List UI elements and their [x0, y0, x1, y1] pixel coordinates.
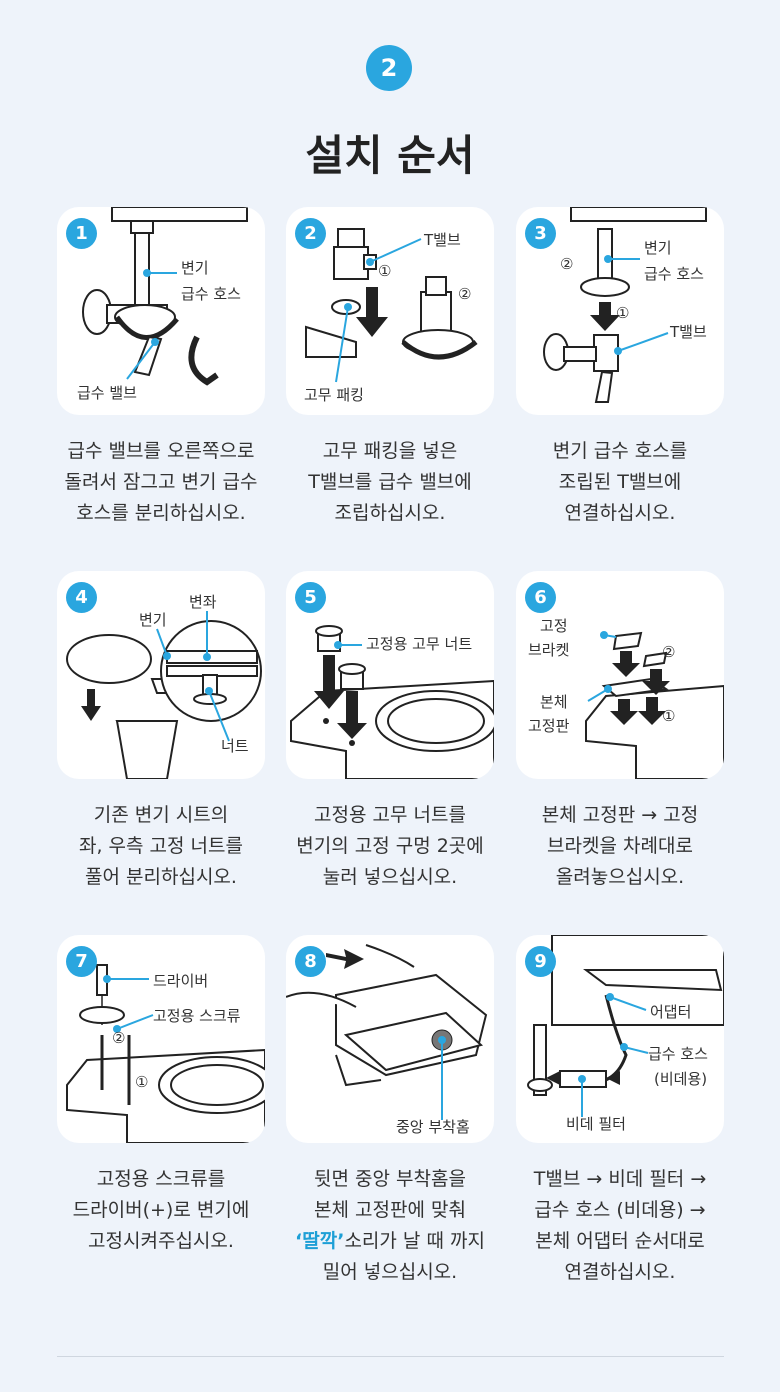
step-6-number: 6	[525, 582, 556, 613]
step-9-label-filter: 비데 필터	[566, 1115, 626, 1133]
step-8-illustration: 8 중앙 부착홈	[286, 935, 494, 1143]
step-2-label-packing: 고무 패킹	[304, 386, 364, 404]
step-9-label-hose: 급수 호스	[648, 1045, 708, 1063]
step-2-label-tvalve: T밸브	[424, 231, 461, 249]
step-4-label-nut: 너트	[221, 737, 249, 755]
step-1-label-valve: 급수 밸브	[77, 384, 137, 402]
step-1-label-toilet: 변기	[181, 259, 209, 277]
step-1-drawing	[82, 207, 248, 386]
step-9-drawing	[527, 935, 724, 1117]
step-2-number: 2	[295, 218, 326, 249]
step-4-label-toilet: 변기	[139, 611, 167, 629]
step-3-number: 3	[525, 218, 556, 249]
step-3-drawing	[543, 207, 707, 403]
step-9-number: 9	[525, 946, 556, 977]
page-title: 설치 순서	[305, 131, 475, 180]
step-5-number: 5	[295, 582, 326, 613]
step-7-number: 7	[66, 946, 97, 977]
step-7-label-1: ①	[135, 1073, 149, 1091]
step-1-illustration: 1 변기 급수 호스 급수 밸브	[57, 207, 265, 415]
step-4-drawing	[66, 611, 262, 779]
step-3-label-2: ②	[560, 255, 574, 273]
step-5-label-rubber-nut: 고정용 고무 너트	[366, 635, 473, 653]
step-1-label-hose: 급수 호스	[181, 285, 241, 303]
step-6-label-plate: 고정판	[528, 717, 570, 735]
step-3-label-tvalve: T밸브	[670, 323, 707, 341]
step-9-illustration: 9 어댑터 급수 호스 (비데용) 비데 필터	[516, 935, 724, 1143]
step-6-label-body: 본체	[540, 693, 568, 711]
step-2-drawing	[305, 228, 478, 383]
step-7-label-driver: 드라이버	[153, 972, 209, 990]
click-sound-highlight: ‘딸깍’	[295, 1230, 345, 1252]
step-6-label-fix: 고정	[540, 617, 568, 635]
step-3-label-hose: 급수 호스	[644, 265, 704, 283]
step-8-drawing	[286, 944, 488, 1120]
step-6-drawing	[585, 631, 724, 779]
step-7-label-2: ②	[112, 1029, 126, 1047]
step-9-label-bidet: (비데용)	[654, 1070, 708, 1088]
step-6-illustration: 6 고정 브라켓 ② 본체 고정판 ①	[516, 571, 724, 779]
step-3-label-1: ①	[616, 304, 630, 322]
step-7-label-screw: 고정용 스크류	[153, 1007, 241, 1025]
step-6-label-bracket: 브라켓	[528, 641, 570, 659]
step-6-label-2: ②	[662, 643, 676, 661]
step-2-label-2: ②	[458, 285, 472, 303]
step-4-illustration: 4 변좌 변기 너트	[57, 571, 265, 779]
bottom-divider	[57, 1356, 724, 1357]
step-4-number: 4	[66, 582, 97, 613]
step-3-illustration: 3 변기 급수 호스 ② ① T밸브	[516, 207, 724, 415]
step-7-drawing	[66, 964, 265, 1143]
step-6-label-1: ①	[662, 707, 676, 725]
step-3-label-toilet: 변기	[644, 239, 672, 257]
step-2-label-1: ①	[378, 262, 392, 280]
step-9-label-adapter: 어댑터	[650, 1003, 692, 1021]
step-7-illustration: 7 드라이버 고정용 스크류 ② ①	[57, 935, 265, 1143]
step-8-number: 8	[295, 946, 326, 977]
step-4-label-seat: 변좌	[189, 593, 217, 611]
step-5-drawing	[290, 625, 494, 779]
step-5-illustration: 5 고정용 고무 너트	[286, 571, 494, 779]
step-8-label-groove: 중앙 부착홈	[396, 1118, 470, 1136]
step-1-number: 1	[66, 218, 97, 249]
step-2-illustration: 2 T밸브 ① ② 고무 패킹	[286, 207, 494, 415]
step-badge: 2	[366, 45, 412, 91]
